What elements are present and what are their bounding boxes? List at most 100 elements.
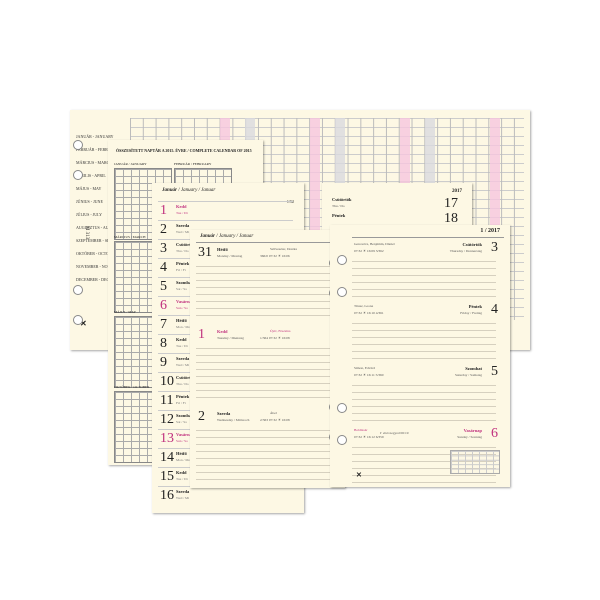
week-year-header: 1 / 2017 <box>480 228 500 234</box>
binder-hole-icon <box>73 285 83 295</box>
day-name: Szombat <box>176 413 193 418</box>
overview-title: ÖSSZESÍTETT NAPTÁR A 2015. ÉVRE / COMPLE… <box>116 148 252 153</box>
day-name-en: Wed / Mi <box>176 496 190 500</box>
overview-section-title: MÁRCIUS / MARCH <box>114 235 146 239</box>
overview-section-title: MÁJUS / MAY <box>114 310 137 314</box>
month-label: SZEPTEMBER - SEPTEMBER <box>76 238 129 243</box>
month-label: MÁRCIUS - MARCH <box>76 160 113 165</box>
day-name: Vasárnap <box>176 432 195 437</box>
note-lines[interactable] <box>352 255 496 297</box>
binder-hole-icon <box>337 255 347 265</box>
day-name: Szerda <box>176 356 190 361</box>
month-label: MÁJUS - MAY <box>76 186 102 191</box>
month-header: Január / January / Januar <box>162 188 216 193</box>
moon-phase-icon: ◐ <box>380 431 383 435</box>
day-number: 5 <box>160 279 167 294</box>
day-name-en: Tue / Di <box>176 211 188 215</box>
sunrise-info: 366/0 07:32 ☀ 16:06 <box>260 254 290 258</box>
binder-hole-icon <box>73 140 83 150</box>
day-number: 15 <box>160 469 174 484</box>
day-number: 9 <box>160 355 167 370</box>
day-name-en: Fri / Fr <box>176 401 186 405</box>
day-name: Szerda <box>176 223 190 228</box>
day-name: Szerda <box>176 489 190 494</box>
day-number: 7 <box>160 317 167 332</box>
day-name: Hétfő <box>176 451 187 456</box>
overview-section-title: JANUÁR / JANUARY <box>114 162 147 166</box>
month-label: JANUÁR - JANUARY <box>76 134 114 139</box>
note-lines[interactable] <box>196 424 330 486</box>
month-header: Január / January / Januar <box>200 234 254 239</box>
name-day: Titusz, Leona <box>354 304 374 308</box>
day-name: Csütörtök <box>176 242 196 247</box>
note-lines[interactable] <box>352 317 496 359</box>
day-name-en: Sat / Sa <box>176 420 187 424</box>
day-name-en: Sat / Sa <box>176 287 187 291</box>
day-name: Hétfő <box>176 318 187 323</box>
day-number: 3 <box>160 241 167 256</box>
month-label: FEBRUÁR - FEBRUARY <box>76 147 119 152</box>
sunrise-info: 2/363 07:32 ☀ 16:08 <box>260 418 290 422</box>
day-number: 6 <box>491 426 498 441</box>
day-name: Péntek <box>176 394 190 399</box>
day-name-en: Saturday / Samstag <box>454 373 482 377</box>
day-name: Kedd <box>176 470 187 475</box>
note-lines[interactable] <box>196 342 330 404</box>
name-day: Ábel <box>270 411 277 415</box>
day-name-en: Wed / Mi <box>176 363 190 367</box>
month-label: JÚNIUS - JUNE <box>76 199 103 204</box>
day-name-en: Fri / Fr <box>176 268 186 272</box>
month-label: DECEMBER - DECEMBER <box>76 277 123 282</box>
day-number: 4 <box>160 260 167 275</box>
publisher-logo-icon: ✕ <box>356 471 362 479</box>
day-number: 2 <box>160 222 167 237</box>
day-name: Vasárnap <box>176 299 195 304</box>
note-lines[interactable] <box>352 379 496 421</box>
day-number: 12 <box>160 412 174 427</box>
day-name-en: Thu / Do <box>176 382 189 386</box>
day-number: 10 <box>160 374 174 389</box>
binder-hole-icon <box>73 170 83 180</box>
day-name-en: Wed / Mi <box>176 230 190 234</box>
day-name: Kedd <box>217 329 228 334</box>
day-name: Szombat <box>465 366 482 371</box>
day-name: Péntek <box>176 261 190 266</box>
name-day: Boldizsár <box>354 428 368 432</box>
day-number: 2 <box>198 409 205 424</box>
day-name: Vasárnap <box>463 428 482 433</box>
day-number: 16 <box>160 488 174 503</box>
day-name-en: Mon / Mo <box>176 325 191 329</box>
day-name: Csütörtök <box>332 197 352 202</box>
day-name: Kedd <box>176 204 187 209</box>
binder-hole-icon <box>337 287 347 297</box>
day-name: Szerda <box>217 411 231 416</box>
day-name-en: Tue / Di <box>176 477 188 481</box>
day-name: Csütörtök <box>462 242 482 247</box>
month-label: AUGUSZTUS - AUGUST <box>76 225 120 230</box>
day-name-en: Tuesday / Dienstag <box>217 336 244 340</box>
day-number: 11 <box>160 393 174 408</box>
sheet-code: M 313 <box>84 225 90 240</box>
day-name-en: Sunday / Sonntag <box>457 435 482 439</box>
name-day: Genovéva, Benjámin, Dániel <box>354 242 395 246</box>
day-number: 13 <box>160 431 174 446</box>
day-number: 3 <box>491 240 498 255</box>
name-day: Simon, Edvárd <box>354 366 375 370</box>
moon-phase-note: ◐ első negyed 06:19 <box>380 431 409 435</box>
day-name-en: Wednesday / Mittwoch <box>217 418 250 422</box>
month-label: NOVEMBER - NOVEMBER <box>76 264 125 269</box>
day-name-en: Friday / Freitag <box>460 311 482 315</box>
day-name: Hétfő <box>217 247 228 252</box>
note-lines[interactable] <box>196 260 330 322</box>
sunrise-info: 07:32 ☀ 16:11 5/360 <box>354 373 384 377</box>
day-number: 18 <box>444 211 458 226</box>
sunrise-info: 07:32 ☀ 16:10 4/361 <box>354 311 384 315</box>
